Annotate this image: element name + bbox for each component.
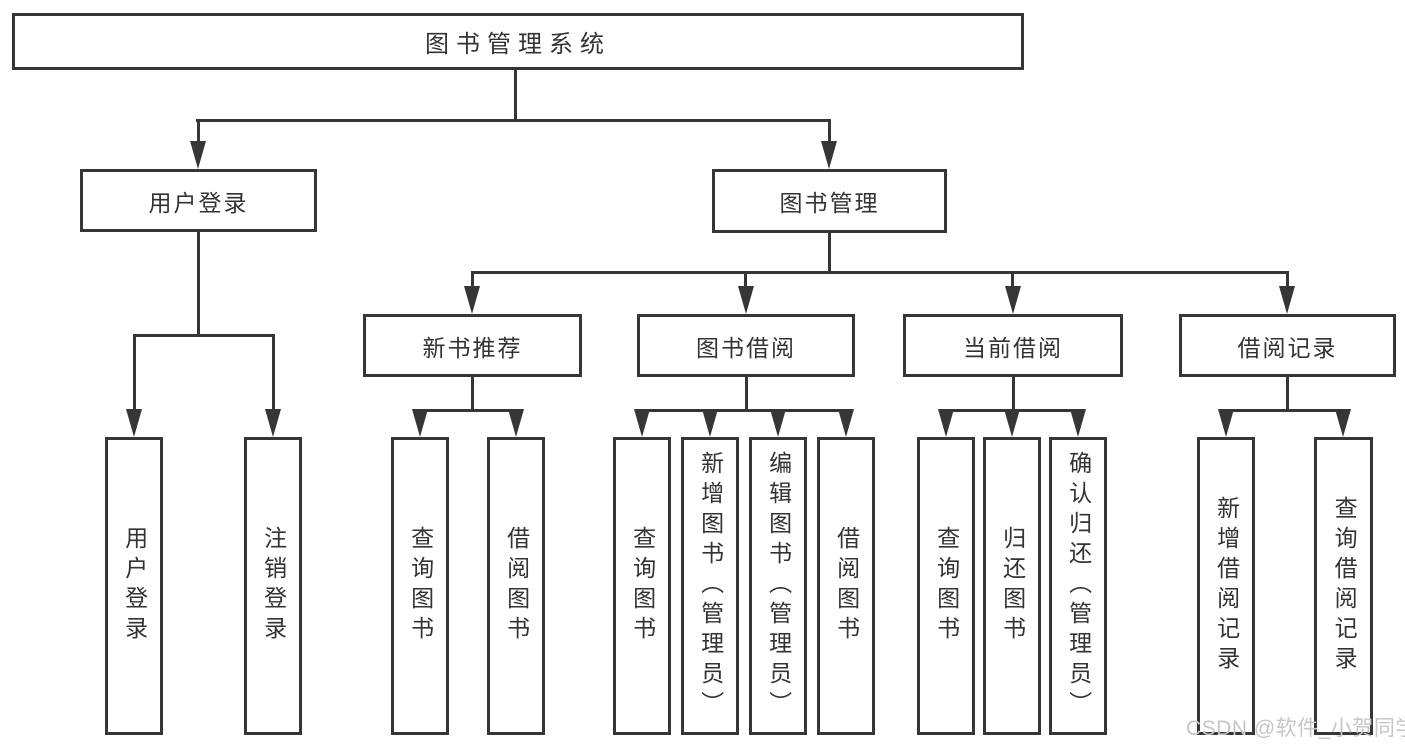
node-book-management-label: 图书管理: [779, 190, 880, 216]
connector-to-leaf-user-login-stem: [133, 334, 136, 410]
leaf-current-return-books-label: 归还图书: [999, 526, 1026, 646]
connector-user-login-hbar: [133, 334, 275, 337]
connector-recommend-stem: [471, 377, 474, 411]
leaf-recommend-query-books-label: 查询图书: [407, 526, 434, 646]
arrowhead-recommend-leaf-2: [508, 409, 524, 437]
node-borrow-records-label: 借阅记录: [1237, 334, 1338, 361]
node-root-label: 图书管理系统: [425, 31, 611, 58]
connector-root-stem: [514, 70, 517, 121]
leaf-logout: 注销登录: [244, 437, 302, 735]
leaf-user-login: 用户登录: [105, 437, 163, 735]
arrowhead-current-leaf-2: [1004, 409, 1020, 437]
connector-book-mgmt-hbar: [471, 271, 1288, 274]
connector-recommend-hbar: [419, 409, 518, 412]
connector-current-stem: [1012, 377, 1015, 411]
arrowhead-recommend: [464, 286, 480, 314]
connector-to-current-stem: [1011, 271, 1014, 288]
leaf-logout-label: 注销登录: [260, 526, 287, 646]
node-user-login: 用户登录: [80, 169, 317, 232]
leaf-current-query-books: 查询图书: [917, 437, 975, 735]
arrowhead-current-leaf-1: [938, 409, 954, 437]
connector-to-recommend-stem: [471, 271, 474, 288]
connector-to-records-stem: [1286, 271, 1289, 288]
arrowhead-current: [1005, 286, 1021, 314]
leaf-user-login-label: 用户登录: [121, 526, 148, 646]
node-book-borrow: 图书借阅: [637, 314, 855, 377]
node-current-borrow: 当前借阅: [903, 314, 1123, 377]
node-book-borrow-label: 图书借阅: [696, 334, 796, 361]
arrowhead-records-leaf-2: [1335, 409, 1351, 437]
node-new-book-recommend: 新书推荐: [363, 314, 582, 377]
connector-book-mgmt-stem: [828, 233, 831, 274]
connector-to-leaf-logout-stem: [272, 334, 275, 410]
node-new-book-recommend-label: 新书推荐: [422, 334, 523, 361]
connector-borrow-hbar: [641, 409, 848, 412]
arrowhead-records: [1279, 286, 1295, 314]
leaf-borrow-borrow-books-label: 借阅图书: [833, 526, 860, 646]
leaf-borrow-add-books-admin-label: 新增图书（管理员）: [697, 451, 724, 721]
arrowhead-book-mgmt: [821, 141, 837, 169]
arrowhead-leaf-user-login: [126, 409, 142, 437]
connector-records-hbar: [1225, 409, 1345, 412]
leaf-borrow-query-books-label: 查询图书: [629, 526, 656, 646]
leaf-recommend-query-books: 查询图书: [391, 437, 449, 735]
node-borrow-records: 借阅记录: [1179, 314, 1396, 377]
leaf-borrow-edit-books-admin: 编辑图书（管理员）: [749, 437, 807, 735]
arrowhead-borrow: [738, 286, 754, 314]
leaf-recommend-borrow-books-label: 借阅图书: [503, 526, 530, 646]
arrowhead-borrow-leaf-4: [838, 409, 854, 437]
leaf-records-query-record: 查询借阅记录: [1314, 437, 1373, 735]
leaf-current-confirm-return-admin-label: 确认归还（管理员）: [1065, 451, 1092, 721]
leaf-records-add-record-label: 新增借阅记录: [1213, 496, 1240, 676]
leaf-borrow-edit-books-admin-label: 编辑图书（管理员）: [765, 451, 792, 721]
node-book-management: 图书管理: [712, 169, 947, 233]
node-current-borrow-label: 当前借阅: [963, 334, 1063, 361]
csdn-watermark: CSDN @软件_小贺同学: [1186, 717, 1405, 740]
leaf-borrow-query-books: 查询图书: [613, 437, 671, 735]
leaf-borrow-borrow-books: 借阅图书: [817, 437, 875, 735]
node-user-login-label: 用户登录: [148, 189, 249, 216]
arrowhead-borrow-leaf-2: [702, 409, 718, 437]
leaf-recommend-borrow-books: 借阅图书: [487, 437, 545, 735]
connector-records-stem: [1286, 377, 1289, 411]
leaf-records-query-record-label: 查询借阅记录: [1331, 496, 1358, 676]
arrowhead-borrow-leaf-3: [770, 409, 786, 437]
arrowhead-current-leaf-3: [1070, 409, 1086, 437]
leaf-current-return-books: 归还图书: [983, 437, 1041, 735]
arrowhead-records-leaf-1: [1218, 409, 1234, 437]
node-root: 图书管理系统: [12, 13, 1024, 70]
connector-root-hbar: [196, 119, 831, 122]
leaf-current-confirm-return-admin: 确认归还（管理员）: [1049, 437, 1107, 735]
arrowhead-leaf-logout: [265, 409, 281, 437]
leaf-records-add-record: 新增借阅记录: [1197, 437, 1255, 735]
leaf-borrow-add-books-admin: 新增图书（管理员）: [681, 437, 739, 735]
connector-borrow-stem: [745, 377, 748, 411]
arrowhead-borrow-leaf-1: [634, 409, 650, 437]
connector-to-borrow-stem: [744, 271, 747, 288]
connector-root-to-user-login-stem: [197, 119, 200, 145]
leaf-current-query-books-label: 查询图书: [933, 526, 960, 646]
connector-root-to-book-mgmt-stem: [828, 119, 831, 145]
arrowhead-recommend-leaf-1: [412, 409, 428, 437]
arrowhead-user-login: [190, 141, 206, 169]
connector-user-login-stem: [197, 232, 200, 337]
